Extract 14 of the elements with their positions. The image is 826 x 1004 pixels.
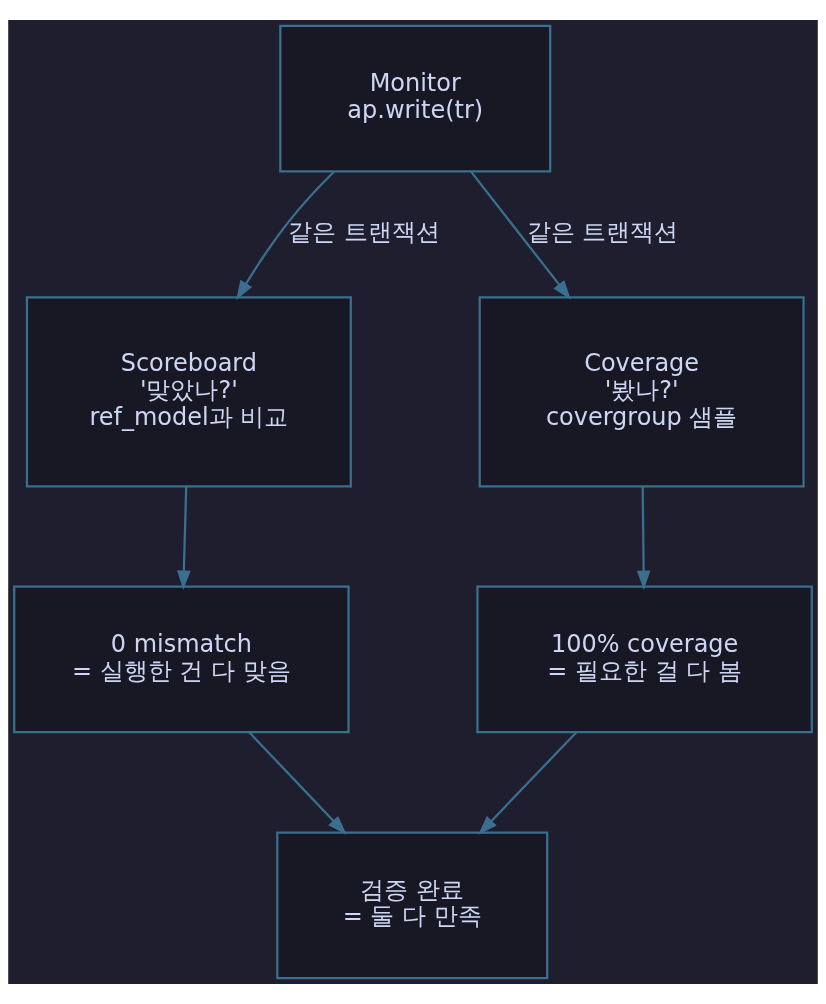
edge-label: 같은 트랜잭션 <box>288 218 441 247</box>
node-box: 100% coverage = 필요한 걸 다 봄 <box>476 585 813 734</box>
node-box: 검증 완료 = 둘 다 만족 <box>276 831 549 980</box>
node-box: Scoreboard '맞았나?' ref_model과 비교 <box>25 296 352 488</box>
node-box: Coverage '봤나?' covergroup 샘플 <box>478 296 805 488</box>
edge-label: 같은 트랜잭션 <box>526 218 679 247</box>
arrow <box>236 171 335 301</box>
arrow <box>248 731 347 835</box>
arrow <box>177 486 191 591</box>
arrow <box>470 171 571 300</box>
node-box: Monitor ap.write(tr) <box>279 24 552 173</box>
arrow <box>636 486 651 591</box>
arrow <box>478 731 577 835</box>
node-box: 0 mismatch = 실행한 건 다 맞음 <box>13 585 350 734</box>
